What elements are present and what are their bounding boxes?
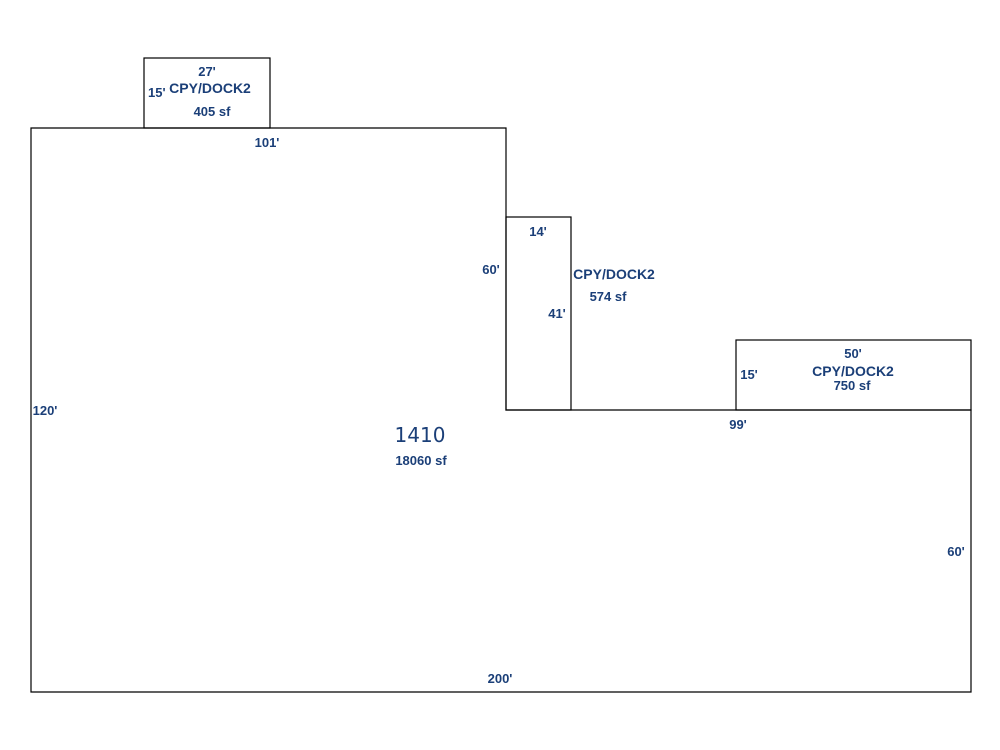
middle-dock-width-label: 14' bbox=[529, 224, 547, 239]
middle-dock-area-label: 574 sf bbox=[590, 289, 628, 304]
right-dock-width-label: 50' bbox=[844, 346, 862, 361]
main-inner-vertical-dimension-label: 60' bbox=[482, 262, 500, 277]
top-dock-name-label: CPY/DOCK2 bbox=[169, 80, 251, 96]
main-bottom-dimension-label: 200' bbox=[488, 671, 513, 686]
top-dock-width-label: 27' bbox=[198, 64, 216, 79]
main-building-code: 1410 bbox=[395, 423, 446, 447]
top-dock-depth-label: 15' bbox=[148, 85, 166, 100]
main-right-dimension-label: 60' bbox=[947, 544, 965, 559]
middle-dock-outline bbox=[505, 216, 572, 411]
main-building-area: 18060 sf bbox=[395, 453, 447, 468]
top-dock-area-label: 405 sf bbox=[194, 104, 232, 119]
right-dock-depth-label: 15' bbox=[740, 367, 758, 382]
top-dock-outline bbox=[143, 57, 271, 129]
right-dock-area-label: 750 sf bbox=[834, 378, 872, 393]
main-top-dimension-label: 101' bbox=[255, 135, 280, 150]
main-inner-horizontal-dimension-label: 99' bbox=[729, 417, 747, 432]
right-dock-outline bbox=[735, 339, 972, 411]
right-dock-name-label: CPY/DOCK2 bbox=[812, 363, 894, 379]
middle-dock-name-label: CPY/DOCK2 bbox=[573, 266, 655, 282]
main-left-dimension-label: 120' bbox=[33, 403, 58, 418]
middle-dock-depth-label: 41' bbox=[548, 306, 566, 321]
